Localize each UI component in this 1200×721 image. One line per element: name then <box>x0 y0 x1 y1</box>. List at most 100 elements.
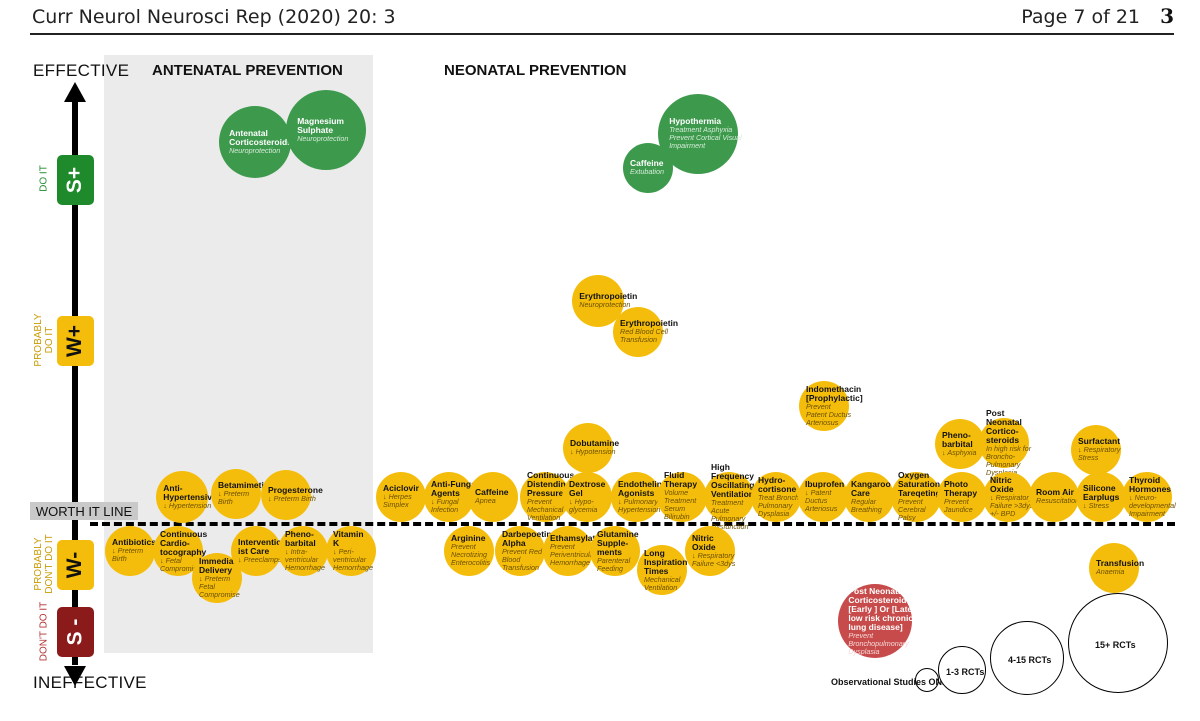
intervention-bubble <box>572 275 624 327</box>
antenatal-title: ANTENATAL PREVENTION <box>152 62 343 79</box>
axis-arrow-down-icon <box>64 666 86 686</box>
intervention-note: ↓ Hypo-glycemia <box>569 496 598 514</box>
intervention-name: Indomethacin[Prophylactic] <box>806 383 863 403</box>
grade-label-2: PROBABLY DON'T DO IT <box>14 534 74 594</box>
page-number: 3 <box>1160 4 1174 28</box>
intervention-bubble <box>1029 472 1079 522</box>
axis-top-label: EFFECTIVE <box>33 61 130 80</box>
intervention-bubble <box>657 472 707 522</box>
intervention-bubble <box>156 471 208 523</box>
intervention-name: Progesterone <box>268 485 323 496</box>
journal-citation: Curr Neurol Neurosci Rep (2020) 20: 3 <box>32 6 396 28</box>
intervention-name: Hydro-cortisone <box>758 474 797 494</box>
intervention-bubble <box>979 418 1029 468</box>
intervention-bubble <box>590 526 640 576</box>
intervention-note: Anaemia <box>1096 567 1125 577</box>
intervention-bubble <box>562 472 612 522</box>
intervention-bubble <box>286 90 366 170</box>
intervention-bubble <box>105 526 155 576</box>
grade-badge-3: S - <box>57 607 94 657</box>
intervention-bubble <box>623 143 673 193</box>
worth-it-line <box>90 522 1175 526</box>
intervention-bubble <box>1122 472 1172 522</box>
intervention-name: Anti-Hypertensives <box>163 483 222 503</box>
axis-arrow-up-icon <box>64 82 86 102</box>
grade-label-3: DON'T DO IT <box>14 601 74 661</box>
header-rule <box>30 33 1174 35</box>
grade-label-0: DO IT <box>14 148 74 208</box>
intervention-name: Ibuprofen <box>805 478 845 489</box>
intervention-name: Surfactant <box>1078 436 1121 447</box>
intervention-bubble <box>891 472 941 522</box>
neonatal-title: NEONATAL PREVENTION <box>444 62 627 79</box>
intervention-bubble <box>704 472 754 522</box>
page-indicator: Page 7 of 21 <box>1021 6 1140 28</box>
grade-badge-2: W- <box>57 540 94 590</box>
intervention-bubble <box>543 526 593 576</box>
intervention-text: Intervention-ist Care↓ Preeclampsia <box>238 538 289 564</box>
intervention-bubble <box>211 469 261 519</box>
legend-label: 15+ RCTs <box>1095 640 1136 650</box>
intervention-bubble <box>261 470 311 520</box>
intervention-bubble <box>219 106 291 178</box>
intervention-bubble <box>613 307 663 357</box>
intervention-bubble <box>1071 425 1121 475</box>
intervention-text: Progesterone↓ Preterm Birth <box>268 486 323 503</box>
intervention-bubble <box>799 381 849 431</box>
legend-circle <box>990 621 1064 695</box>
intervention-bubble <box>935 419 985 469</box>
intervention-bubble <box>424 472 474 522</box>
intervention-text: Anti-Hypertensives↓ Hypertension <box>163 484 221 510</box>
grade-badge-1: W+ <box>57 316 94 366</box>
intervention-bubble <box>685 526 735 576</box>
intervention-note: ↓ Preeclampsia <box>238 555 288 565</box>
intervention-name: Caffeine <box>630 158 664 169</box>
intervention-bubble <box>611 472 661 522</box>
intervention-name: Antibiotics <box>112 537 156 548</box>
